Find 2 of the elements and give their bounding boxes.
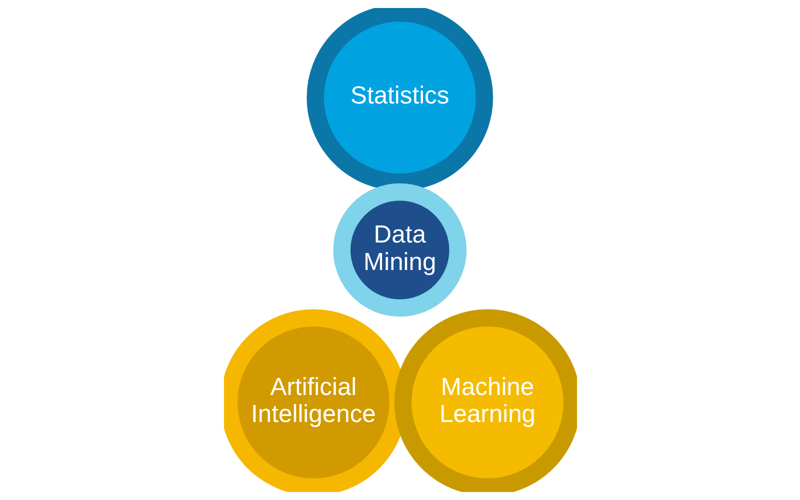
node-circle: Data Mining bbox=[332, 183, 466, 317]
node-circle: Machine Learning bbox=[394, 309, 576, 492]
